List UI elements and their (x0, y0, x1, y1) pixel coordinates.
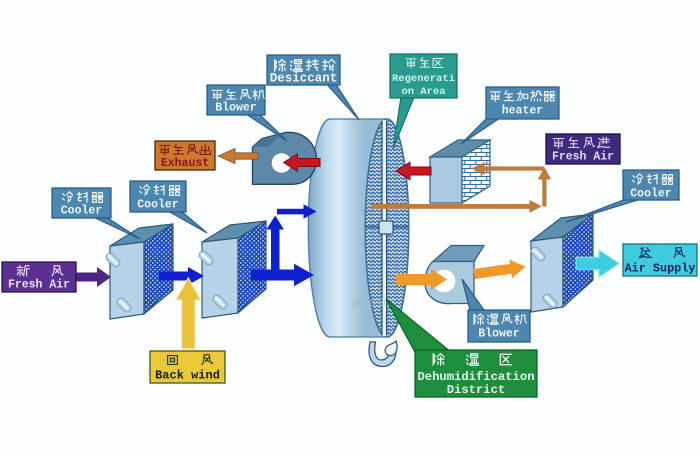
svg-text:Dehumidification: Dehumidification (417, 370, 534, 384)
svg-text:heater: heater (502, 105, 544, 118)
svg-text:on Area: on Area (401, 86, 446, 98)
svg-text:Air Supply: Air Supply (625, 262, 696, 276)
svg-text:xtjqchina: xtjqchina (352, 297, 396, 309)
svg-text:District: District (447, 383, 506, 397)
svg-text:Cooler: Cooler (137, 199, 179, 212)
svg-text:Blower: Blower (215, 102, 257, 115)
svg-text:Back wind: Back wind (155, 369, 220, 383)
svg-text:Desiccant: Desiccant (270, 72, 338, 86)
svg-text:Cooler: Cooler (61, 205, 103, 218)
svg-text:Regenerati: Regenerati (392, 73, 455, 85)
svg-text:Blower: Blower (478, 328, 520, 341)
svg-text:Cooler: Cooler (630, 188, 672, 201)
svg-text:Fresh Air: Fresh Air (8, 279, 70, 292)
svg-text:Fresh Air: Fresh Air (552, 151, 614, 164)
svg-text:Exhaust: Exhaust (161, 157, 209, 170)
